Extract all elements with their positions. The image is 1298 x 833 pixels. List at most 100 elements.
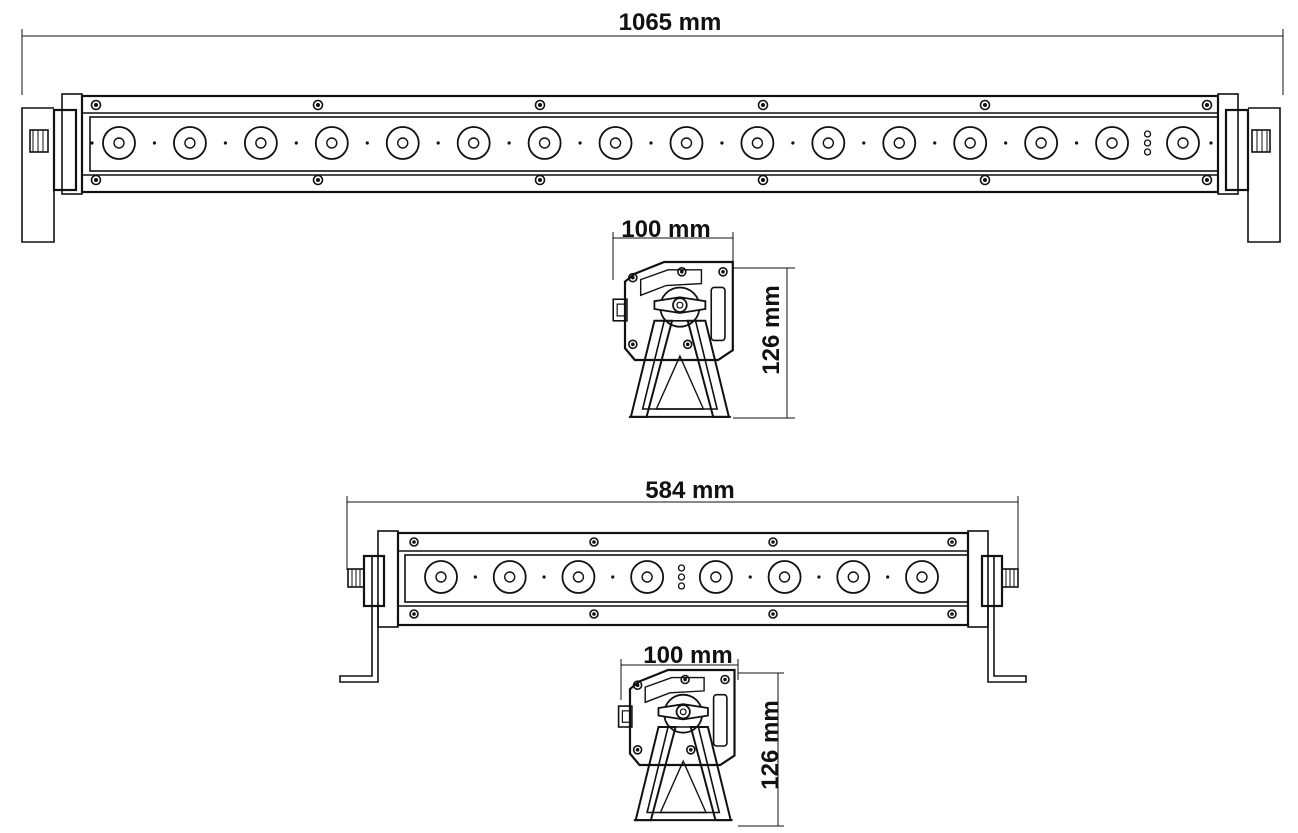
long-bar-screws <box>90 99 1213 186</box>
led-lens <box>882 126 917 160</box>
spacer-dot <box>473 575 477 579</box>
screw <box>90 99 102 111</box>
led-emitter <box>893 137 905 149</box>
top-rib <box>639 269 703 297</box>
screw <box>90 174 102 186</box>
yoke-cutout <box>659 759 708 814</box>
screw <box>947 609 957 619</box>
led-lens <box>598 126 633 160</box>
long-bar-left-endcap <box>52 108 78 192</box>
led-emitter <box>641 571 653 583</box>
led-lens <box>456 126 491 160</box>
short-bar-right-bracket <box>987 555 1027 683</box>
screw <box>628 339 638 350</box>
short-bar-side-profile <box>617 668 736 822</box>
spacer-dot <box>862 141 866 145</box>
led-lens <box>424 560 458 594</box>
screw-center <box>689 748 693 752</box>
screw <box>720 674 730 685</box>
led-lens <box>1024 126 1059 160</box>
spacer-dot <box>886 575 890 579</box>
screw-center <box>315 177 321 183</box>
screw-center <box>631 275 635 280</box>
screw <box>589 537 599 547</box>
short-bar-side-view: 100 mm 126 mm <box>617 642 784 827</box>
knob-hole <box>676 301 684 309</box>
spacer-dot <box>791 141 795 145</box>
yoke-left <box>629 319 674 418</box>
knob-center <box>675 704 691 720</box>
spacer-dot <box>933 141 937 145</box>
yoke-left <box>634 726 677 822</box>
led-lens <box>698 560 733 594</box>
yoke-body <box>646 726 721 814</box>
spacer-dot <box>436 141 440 145</box>
led-emitter <box>1106 137 1118 149</box>
led-lens <box>669 126 704 160</box>
led-emitter <box>538 137 551 149</box>
screw-center <box>950 612 954 616</box>
led-emitter <box>778 571 791 583</box>
led-lens <box>561 560 596 594</box>
screw <box>757 174 769 186</box>
long-bar-leds <box>90 126 1213 160</box>
led-lens <box>905 560 939 594</box>
screw-center <box>760 102 766 108</box>
short-bar-lens-panel <box>404 554 969 603</box>
led-emitter <box>504 571 516 583</box>
screw-center <box>982 102 988 108</box>
short-bar-left-bracket <box>339 555 379 683</box>
short-bar-depth-dimension: 100 mm <box>620 642 739 700</box>
sensor-dot <box>1143 139 1152 147</box>
long-bar-height-label: 126 mm <box>758 285 785 374</box>
short-bar-depth-label: 100 mm <box>643 642 732 669</box>
screw <box>589 609 599 619</box>
screw-center <box>721 270 725 274</box>
long-bar-length-dimension: 1065 mm <box>21 9 1284 95</box>
connector <box>612 298 628 322</box>
top-rib <box>644 676 705 704</box>
led-lens <box>492 560 527 594</box>
led-emitter <box>113 137 125 149</box>
connector-pin <box>616 303 626 317</box>
led-emitter <box>1177 137 1189 149</box>
screw <box>677 266 687 277</box>
spacer-dot <box>1004 141 1008 145</box>
short-bar-right-endplate <box>967 530 989 628</box>
spacer-dot <box>649 141 653 145</box>
spacer-dot <box>578 141 582 145</box>
long-bar-right-endcap <box>1224 108 1250 192</box>
spacer-dot <box>611 575 615 579</box>
spacer-dot <box>542 575 546 579</box>
screw-center <box>635 748 640 752</box>
short-bar-left-endcap <box>362 554 386 608</box>
screw-center <box>685 342 690 347</box>
led-emitter <box>326 137 338 149</box>
screw <box>1201 99 1213 111</box>
led-lens <box>173 126 207 160</box>
screw <box>768 537 778 547</box>
yoke-right <box>689 726 732 822</box>
screw-center <box>1204 177 1210 183</box>
led-emitter <box>184 137 196 149</box>
screw <box>682 339 693 350</box>
led-emitter <box>435 571 447 583</box>
screw-center <box>537 177 543 183</box>
spacer-dot <box>1209 141 1213 145</box>
led-emitter <box>680 137 693 149</box>
sensor-dot <box>677 582 686 590</box>
screw-center <box>760 177 766 183</box>
short-bar-height-label: 126 mm <box>757 700 784 789</box>
yoke-cutout <box>655 354 705 410</box>
led-lens <box>767 560 802 594</box>
screw-center <box>537 102 543 108</box>
screw <box>947 537 957 547</box>
led-lens <box>314 126 349 160</box>
knob-hole <box>679 708 687 716</box>
handle-slot <box>710 286 726 342</box>
led-lens <box>630 560 665 594</box>
screw-center <box>771 540 775 544</box>
screw-center <box>93 102 99 108</box>
screw-center <box>982 177 988 183</box>
